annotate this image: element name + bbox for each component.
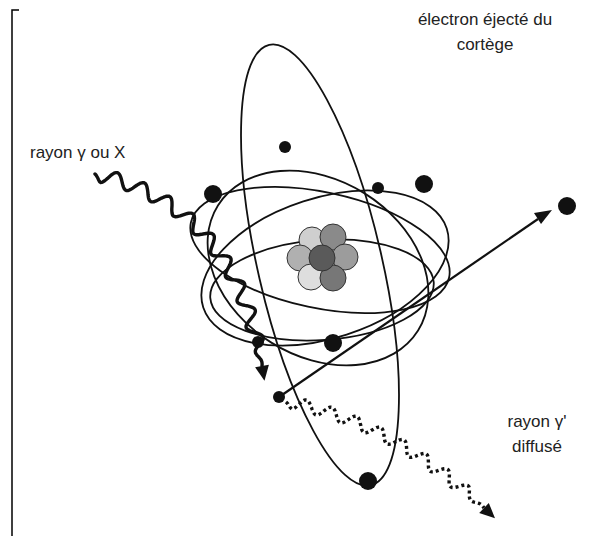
- incident-wave: [95, 173, 263, 366]
- arrowhead: [255, 365, 269, 381]
- electron: [359, 472, 377, 490]
- ejected-electron: [558, 197, 576, 215]
- incident-ray-label: rayon γ ou X: [30, 141, 125, 166]
- electron: [415, 175, 433, 193]
- scattered-wave: [286, 400, 484, 508]
- ejected-electron-label: électron éjecté du cortège: [410, 8, 560, 57]
- electron: [204, 185, 222, 203]
- nucleon: [309, 245, 335, 271]
- scattered-ray-label: rayon γ' diffusé: [494, 410, 580, 459]
- electron: [372, 182, 384, 194]
- frame-corner: [12, 10, 19, 536]
- electron: [273, 391, 285, 403]
- arrowhead: [479, 503, 495, 518]
- orbit: [171, 131, 464, 405]
- nucleus: [287, 224, 358, 291]
- orbit: [209, 31, 431, 499]
- arrowhead: [534, 210, 552, 224]
- ejection-track: [282, 219, 538, 395]
- electron-orbits: [171, 31, 468, 499]
- electron: [279, 141, 291, 153]
- electron: [324, 334, 342, 352]
